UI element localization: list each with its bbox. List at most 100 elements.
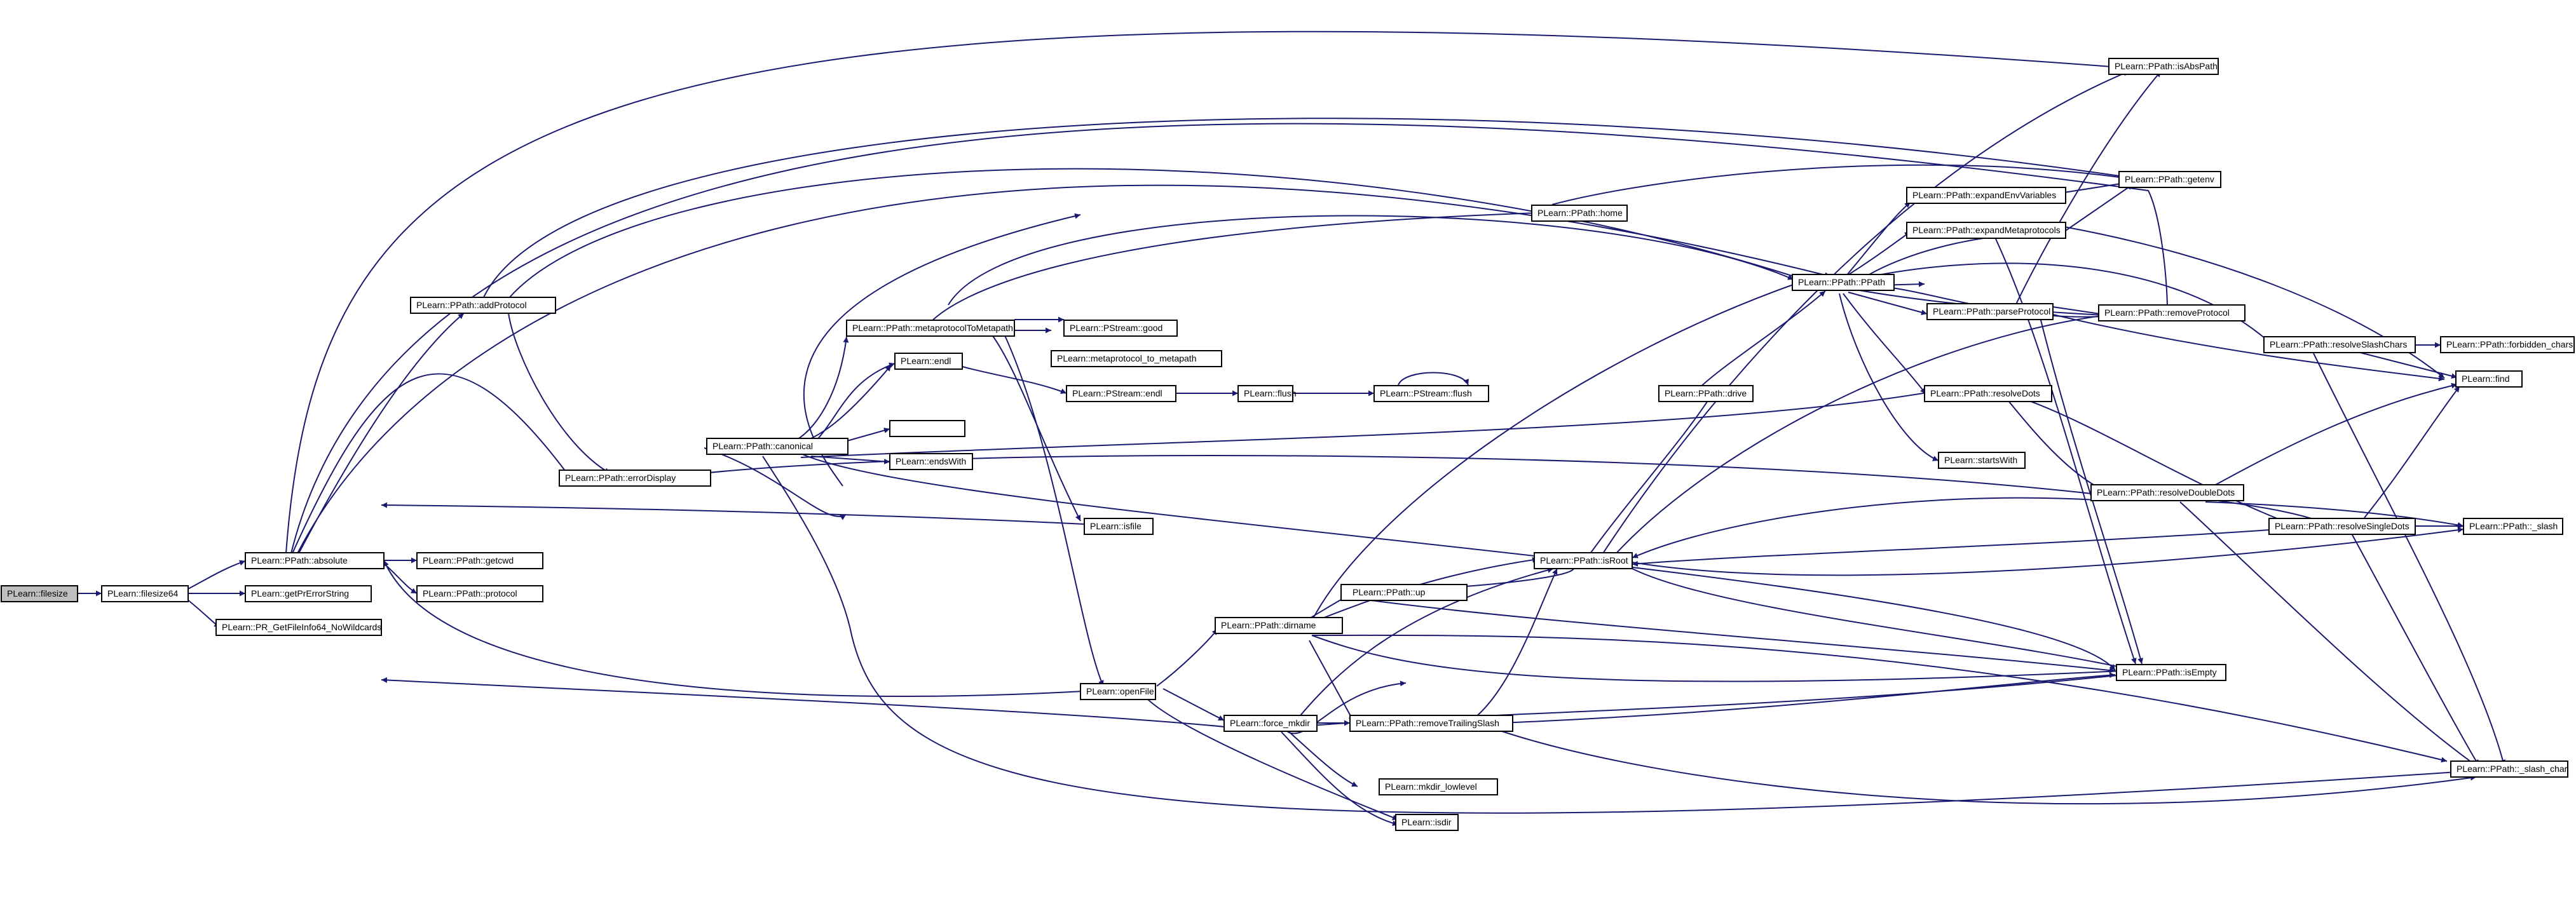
edge (381, 502, 1085, 525)
node-PR_GetFileInfo64[interactable]: PLearn::PR_GetFileInfo64_NoWildcards (215, 619, 382, 636)
node-parseProtocol[interactable]: PLearn::PPath::parseProtocol (1926, 303, 2054, 320)
node-metaprotocolToMetapath[interactable]: PLearn::PPath::metaprotocolToMetapath (846, 320, 1015, 337)
node-label: PLearn::PPath::getenv (2125, 174, 2214, 184)
node-label: PLearn::PPath::canonical (712, 441, 813, 451)
node-PStream_endl[interactable]: PLearn::PStream::endl (1066, 385, 1176, 402)
node-label: PLearn::PPath::forbidden_chars (2446, 339, 2573, 349)
node-dirname[interactable]: PLearn::PPath::dirname (1215, 617, 1343, 634)
edge (1162, 688, 1225, 721)
node-label: PLearn::force_mkdir (1230, 718, 1310, 728)
node-find[interactable]: PLearn::find (2455, 370, 2523, 388)
node-label: PLearn::flush (1244, 388, 1297, 398)
node-label: PLearn::PPath::isAbsPath (2115, 61, 2218, 71)
edge (1311, 635, 2136, 682)
edge (1632, 528, 2289, 567)
edge (793, 336, 849, 442)
node-label: PLearn::getPrErrorString (251, 588, 349, 598)
node-label: PLearn::PPath::absolute (251, 555, 348, 565)
node-label: PLearn::PPath::metaprotocolToMetapath (852, 323, 1013, 333)
node-expandEnvVariables[interactable]: PLearn::PPath::expandEnvVariables (1906, 187, 2066, 204)
edges-layer (78, 30, 2506, 827)
node-getPrErrorString[interactable]: PLearn::getPrErrorString (245, 585, 372, 602)
edge (2202, 382, 2458, 492)
edge (2052, 314, 2445, 382)
edge (962, 366, 1067, 394)
node-home[interactable]: PLearn::PPath::home (1531, 205, 1628, 222)
edge (1499, 672, 2116, 724)
node-resolveSingleDots[interactable]: PLearn::PPath::resolveSingleDots (2268, 518, 2416, 535)
node-canonical[interactable]: PLearn::PPath::canonical (706, 438, 848, 455)
edge (292, 373, 575, 554)
node-drive[interactable]: PLearn::PPath::drive (1658, 385, 1754, 402)
node-label: PLearn::filesize (7, 588, 68, 598)
node-isdir[interactable]: PLearn::isdir (1395, 814, 1459, 831)
node-filesize64[interactable]: PLearn::filesize64 (101, 585, 189, 602)
node-expandMetaprotocols[interactable]: PLearn::PPath::expandMetaprotocols (1906, 222, 2066, 239)
node-label: PLearn::PStream::flush (1380, 388, 1472, 398)
edge (803, 213, 1081, 487)
node-label: PLearn::PPath::addProtocol (416, 300, 527, 310)
edge (800, 388, 1946, 458)
node-metaprotocol_to_metapath[interactable]: PLearn::metaprotocol_to_metapath (1051, 350, 1222, 367)
node-PStream_good[interactable]: PLearn::PStream::good (1063, 320, 1178, 337)
edge (635, 455, 2098, 495)
edge (1632, 497, 2098, 558)
edge (381, 677, 1231, 728)
node-absolute[interactable]: PLearn::PPath::absolute (245, 552, 385, 569)
node-label: PLearn::startsWith (1944, 455, 2017, 465)
node-label: PLearn::PPath::_slash_char (2457, 764, 2568, 774)
node-label: PLearn::PPath::isRoot (1540, 555, 1628, 565)
edge (2313, 353, 2506, 766)
edge (1287, 730, 1358, 787)
node-endl[interactable]: PLearn::endl (894, 353, 963, 370)
edge (1293, 567, 1554, 724)
edge (1398, 372, 1469, 386)
node-addProtocol[interactable]: PLearn::PPath::addProtocol (410, 297, 556, 314)
node-resolveDots[interactable]: PLearn::PPath::resolveDots (1924, 385, 2052, 402)
node-label: PLearn::PPath::expandEnvVariables (1912, 190, 2056, 200)
node-resolveSlashChars[interactable]: PLearn::PPath::resolveSlashChars (2263, 336, 2416, 353)
node-isfile[interactable]: PLearn::isfile (1084, 518, 1154, 535)
node-label: PLearn::PStream::good (1070, 323, 1162, 333)
node-getcwd[interactable]: PLearn::PPath::getcwd (416, 552, 543, 569)
edge (383, 563, 418, 594)
edge (1281, 731, 1399, 827)
edge (298, 313, 465, 554)
node-flush[interactable]: PLearn::flush (1237, 385, 1297, 402)
node-getenv[interactable]: PLearn::PPath::getenv (2118, 171, 2221, 188)
node-mkdir_lowlevel[interactable]: PLearn::mkdir_lowlevel (1379, 778, 1498, 795)
edge (1287, 680, 1407, 734)
edge (184, 560, 246, 591)
node-_slash[interactable]: PLearn::PPath::_slash (2463, 518, 2563, 535)
node-protocol[interactable]: PLearn::PPath::protocol (416, 585, 543, 602)
node-errorDisplay[interactable]: PLearn::PPath::errorDisplay (559, 470, 711, 487)
node-isAbsPath[interactable]: PLearn::PPath::isAbsPath (2108, 58, 2219, 75)
node-label: PLearn::mkdir_lowlevel (1385, 781, 1477, 792)
edge (800, 453, 2116, 671)
edge (1551, 164, 2134, 205)
node-pthead[interactable] (889, 420, 965, 437)
node-PStream_flush[interactable]: PLearn::PStream::flush (1373, 385, 1489, 402)
edge (2008, 400, 2102, 490)
node-filesize[interactable]: PLearn::filesize (1, 585, 78, 602)
node-forbidden_chars[interactable]: PLearn::PPath::forbidden_chars (2440, 336, 2575, 353)
node-label: PLearn::find (2462, 374, 2510, 384)
node-isEmpty[interactable]: PLearn::PPath::isEmpty (2116, 664, 2226, 681)
edge (1995, 238, 2137, 665)
node-openFile[interactable]: PLearn::openFile (1080, 683, 1156, 700)
node-startsWith[interactable]: PLearn::startsWith (1938, 452, 2026, 469)
node-isRoot[interactable]: PLearn::PPath::isRoot (1534, 552, 1633, 569)
edge (1143, 695, 1399, 820)
node-removeTrailingSlash[interactable]: PLearn::PPath::removeTrailingSlash (1349, 715, 1513, 732)
node-_slash_char[interactable]: PLearn::PPath::_slash_char (2450, 760, 2568, 778)
node-force_mkdir[interactable]: PLearn::force_mkdir (1223, 715, 1318, 732)
node-up[interactable]: PLearn::PPath::up (1340, 584, 1468, 601)
node-PPath[interactable]: PLearn::PPath::PPath (1792, 274, 1895, 291)
edge (482, 118, 2134, 299)
node-resolveDoubleDots[interactable]: PLearn::PPath::resolveDoubleDots (2090, 484, 2244, 501)
node-removeProtocol[interactable]: PLearn::PPath::removeProtocol (2098, 304, 2245, 321)
edge (1845, 201, 1911, 277)
node-label: PLearn::endl (901, 356, 951, 366)
edge (2351, 533, 2479, 766)
node-endsWith[interactable]: PLearn::endsWith (889, 453, 973, 470)
